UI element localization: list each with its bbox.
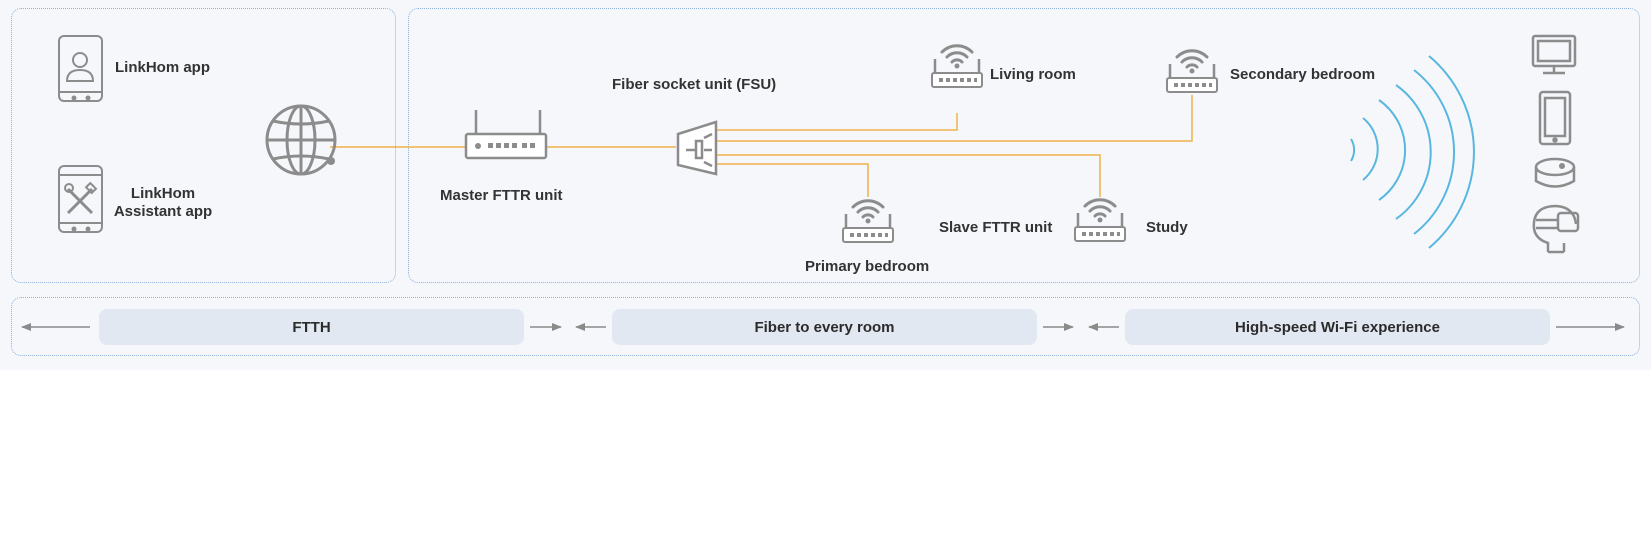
primary-bedroom-label: Primary bedroom	[805, 258, 930, 275]
fsu-icon	[676, 120, 718, 176]
monitor-icon	[1531, 34, 1577, 75]
fiber-secondary-bedroom	[716, 95, 1193, 142]
router-wifi-icon-secondary-bedroom	[1165, 49, 1219, 94]
fsu-label: Fiber socket unit (FSU)	[612, 76, 777, 93]
slave-unit-label: Slave FTTR unit	[939, 219, 1053, 236]
fiber-study	[716, 154, 1101, 197]
stage-ftth: FTTH	[99, 309, 524, 345]
router-wifi-icon-living-room	[930, 44, 984, 89]
master-router-icon	[464, 110, 548, 160]
robot-vacuum-icon	[1534, 157, 1576, 188]
globe-port-icon	[327, 157, 335, 165]
secondary-bedroom-label: Secondary bedroom	[1230, 66, 1376, 83]
vr-headset-icon	[1532, 204, 1580, 254]
router-wifi-icon-study	[1073, 198, 1127, 243]
phone-user-icon	[58, 35, 103, 102]
living-room-label: Living room	[990, 66, 1076, 83]
assistant-app-label-line1: LinkHom	[130, 185, 196, 202]
globe-icon	[265, 104, 337, 176]
router-wifi-icon-primary-bedroom	[841, 199, 895, 244]
study-label: Study	[1146, 219, 1188, 236]
diagram-background	[0, 0, 1651, 370]
stage-fiber-to-every-room: Fiber to every room	[612, 309, 1037, 345]
linkhome-app-label: LinkHom app	[115, 59, 211, 76]
assistant-app-label-line2: Assistant app	[113, 203, 213, 220]
stage-high-speed-wifi: High-speed Wi-Fi experience	[1125, 309, 1550, 345]
master-unit-label: Master FTTR unit	[440, 187, 563, 204]
assistant-app-label: LinkHom Assistant app	[104, 185, 222, 221]
fiber-living-room	[716, 113, 958, 131]
fiber-primary-bedroom	[716, 163, 869, 197]
stages-panel	[11, 297, 1640, 356]
tablet-icon	[1538, 90, 1572, 146]
phone-tools-icon	[58, 165, 103, 233]
apps-panel	[11, 8, 396, 283]
diagram-graphics	[21, 34, 1625, 331]
fiber-lines	[330, 95, 1193, 197]
wifi-waves-icon	[1350, 55, 1475, 249]
network-panel	[408, 8, 1640, 283]
